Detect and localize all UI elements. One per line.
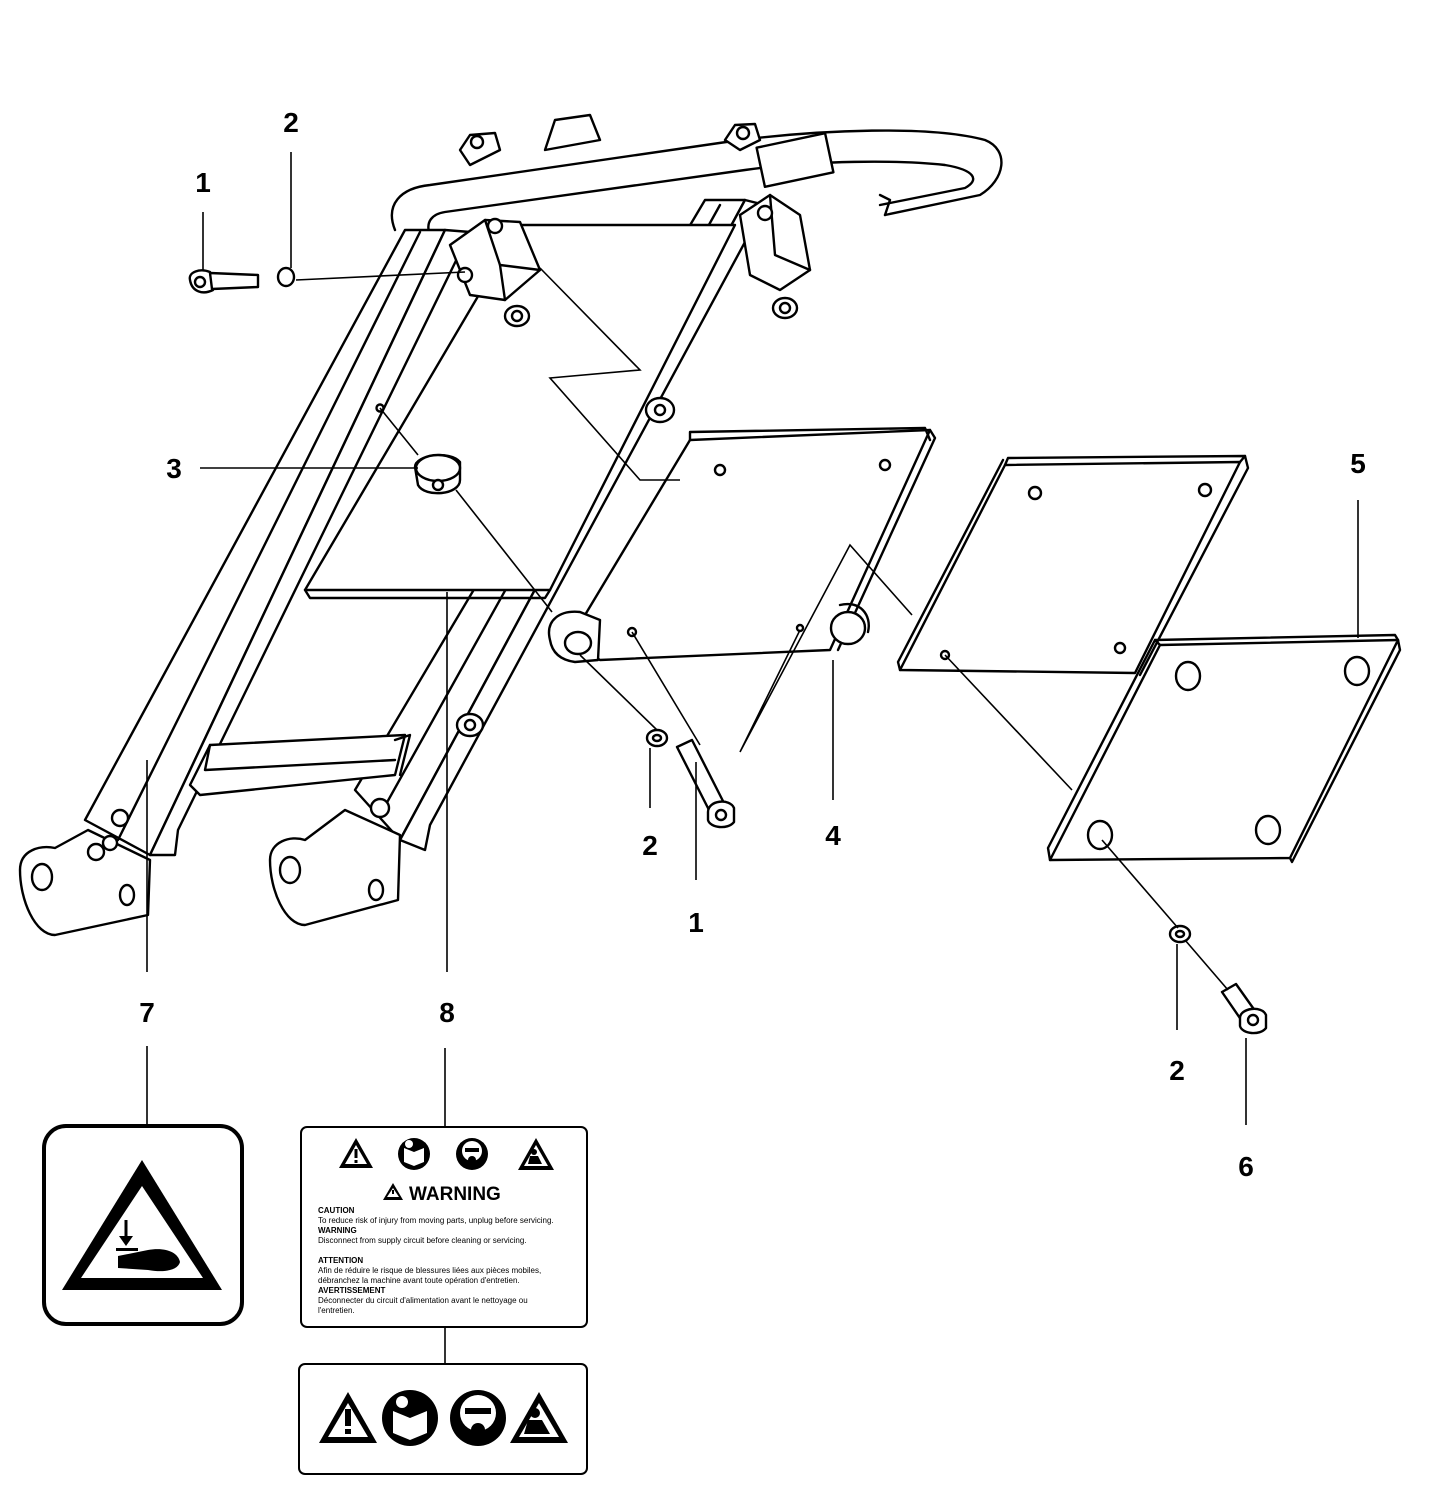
washer-mid — [645, 728, 669, 748]
callout-2-right: 2 — [1169, 1055, 1185, 1086]
handle-loop — [390, 113, 1003, 237]
spacer-part-3 — [413, 453, 462, 495]
svg-text:WARNING: WARNING — [409, 1184, 501, 1205]
warning-heading: WARNING — [383, 1183, 501, 1205]
hand-crush-warning-icon — [62, 1160, 222, 1290]
warning-text-line: débranchez la machine avant toute opérat… — [318, 1276, 520, 1285]
warning-text-line: ATTENTION — [318, 1256, 363, 1265]
callout-3: 3 — [166, 453, 182, 484]
callout-8: 8 — [439, 997, 455, 1028]
washer-right — [1168, 924, 1192, 944]
read-manual-icon — [398, 1138, 430, 1170]
callout-6: 6 — [1238, 1151, 1254, 1182]
plate-part-4 — [547, 426, 937, 664]
callout-leaders — [146, 152, 1359, 1364]
safety-icons-label — [298, 1363, 588, 1475]
warning-text-line: Afin de réduire le risque de blessures l… — [318, 1266, 541, 1275]
frame-rail-left — [18, 228, 472, 937]
screw-mid — [675, 738, 736, 829]
callout-2-top: 2 — [283, 107, 299, 138]
caution-triangle-icon — [319, 1392, 377, 1443]
screw-top — [188, 269, 260, 294]
caution-triangle-icon — [339, 1138, 373, 1168]
callout-2-mid: 2 — [642, 830, 658, 861]
screw-right — [1220, 982, 1268, 1035]
callout-7: 7 — [139, 997, 155, 1028]
frame-crossbar — [188, 733, 412, 797]
plate-middle — [896, 454, 1250, 677]
operator-hazard-icon — [518, 1138, 554, 1170]
warning-text-line: WARNING — [318, 1226, 357, 1235]
callout-1-mid: 1 — [688, 907, 704, 938]
warning-text-line: Disconnect from supply circuit before cl… — [318, 1236, 527, 1245]
washer-top — [276, 266, 296, 288]
respirator-mask-icon — [456, 1138, 488, 1170]
warning-text-line: CAUTION — [318, 1206, 355, 1215]
warning-text-line: l'entretien. — [318, 1306, 355, 1315]
operator-hazard-icon — [510, 1392, 568, 1443]
cover-panel — [303, 223, 737, 600]
warning-text-line: To reduce risk of injury from moving par… — [318, 1216, 554, 1225]
warning-label: WARNING CAUTION To reduce risk of injury… — [300, 1126, 588, 1328]
read-manual-icon — [382, 1390, 438, 1446]
callout-4: 4 — [825, 820, 841, 851]
crush-warning-label — [42, 1124, 244, 1326]
assembly-lines — [295, 267, 1229, 991]
callout-1-top: 1 — [195, 167, 211, 198]
mount-block-right — [738, 193, 812, 320]
callout-5: 5 — [1350, 448, 1366, 479]
warning-text-line: Déconnecter du circuit d'alimentation av… — [318, 1296, 528, 1305]
mount-block-left — [448, 217, 542, 328]
respirator-mask-icon — [450, 1390, 506, 1446]
warning-text-line: AVERTISSEMENT — [318, 1286, 386, 1295]
plate-part-5 — [1046, 633, 1402, 864]
